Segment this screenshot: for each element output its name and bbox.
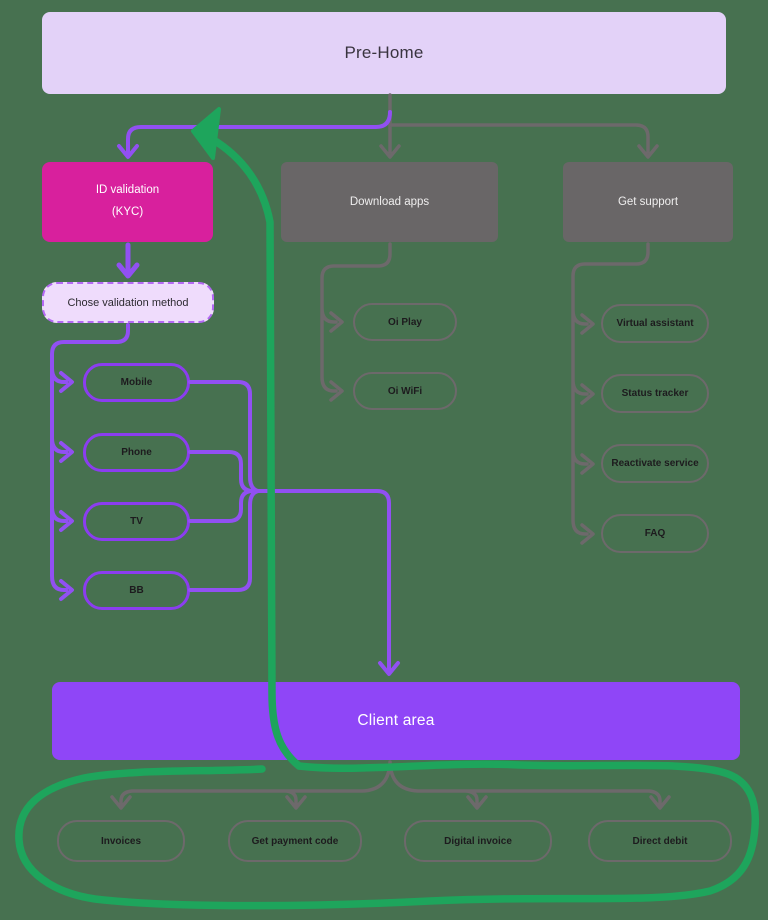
pill-label: BB (129, 585, 144, 596)
pill-label: FAQ (644, 528, 666, 539)
node-validation-option-bb: BB (83, 571, 190, 610)
node-validation-option-mobile: Mobile (83, 363, 190, 402)
node-client-area: Client area (52, 682, 740, 760)
node-support-option-reactivate-service: Reactivate service (601, 444, 709, 483)
connector-options-merge (188, 380, 260, 592)
node-support-option-status-tracker: Status tracker (601, 374, 709, 413)
node-id-validation-label-line1: ID validation (95, 184, 160, 197)
node-client-area-label: Client area (357, 712, 435, 729)
pill-label: Reactivate service (611, 458, 699, 469)
node-client-option-invoices: Invoices (57, 820, 185, 862)
pill-label: TV (130, 516, 143, 527)
pill-label: Virtual assistant (616, 318, 694, 329)
annotation-arrowhead-icon (191, 107, 221, 160)
node-support-option-faq: FAQ (601, 514, 709, 553)
connector-client-area-to-options (110, 760, 671, 810)
connector-prehome-to-download-apps (379, 93, 401, 159)
node-id-validation: ID validation (KYC) (42, 162, 213, 242)
pill-label: Digital invoice (444, 835, 512, 847)
connector-id-validation-to-chose-method (116, 242, 140, 279)
connector-merge-to-client-area (253, 489, 400, 676)
node-pre-home-label: Pre-Home (344, 43, 424, 62)
node-client-option-get-payment-code: Get payment code (228, 820, 362, 862)
node-chose-validation-method-label: Chose validation method (67, 296, 189, 309)
node-validation-option-phone: Phone (83, 433, 190, 472)
node-download-option-oi-wifi: Oi WiFi (353, 372, 457, 410)
pill-label: Oi WiFi (387, 385, 423, 397)
node-pre-home: Pre-Home (42, 12, 726, 94)
node-client-option-direct-debit: Direct debit (588, 820, 732, 862)
pill-label: Invoices (100, 835, 142, 847)
pill-label: Direct debit (632, 835, 688, 847)
node-get-support-label: Get support (617, 196, 679, 208)
node-download-apps: Download apps (281, 162, 498, 242)
node-download-apps-label: Download apps (349, 196, 430, 208)
pill-label: Oi Play (388, 316, 422, 328)
pill-label: Status tracker (621, 388, 689, 399)
node-id-validation-label-line2: (KYC) (111, 206, 144, 218)
node-chose-validation-method: Chose validation method (42, 282, 214, 323)
connector-prehome-to-get-support (388, 123, 659, 159)
pill-label: Phone (121, 447, 152, 458)
node-support-option-virtual-assistant: Virtual assistant (601, 304, 709, 343)
connector-prehome-to-id-validation (117, 110, 392, 159)
pill-label: Mobile (120, 377, 153, 388)
node-validation-option-tv: TV (83, 502, 190, 541)
node-client-option-digital-invoice: Digital invoice (404, 820, 552, 862)
node-get-support: Get support (563, 162, 733, 242)
pill-label: Get payment code (251, 835, 339, 847)
node-download-option-oi-play: Oi Play (353, 303, 457, 341)
